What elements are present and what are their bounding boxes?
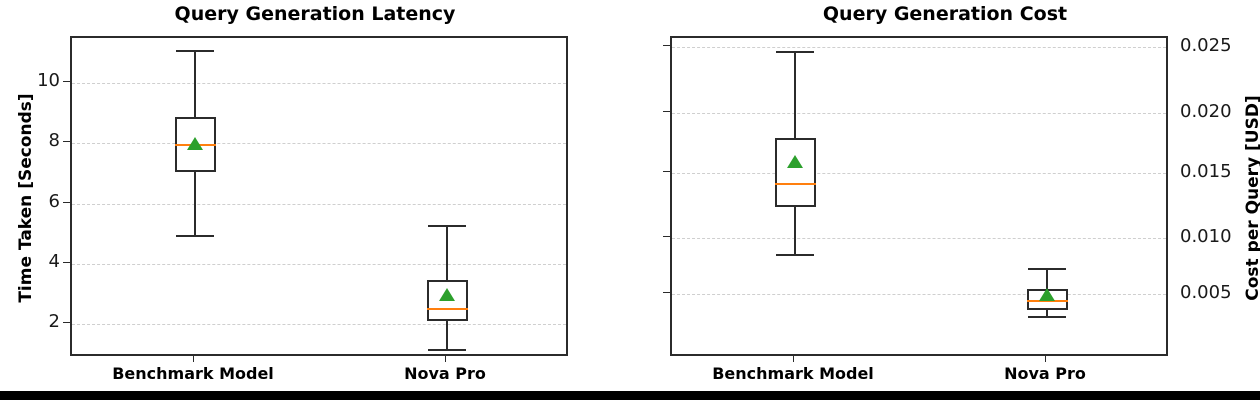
x-tick-mark-cost-1 <box>1045 356 1046 362</box>
x-tick-mark-cost-0 <box>793 356 794 362</box>
median-line <box>1027 300 1068 302</box>
y-tick-mark-cost-4 <box>663 292 670 293</box>
x-tick-mark-latency-0 <box>193 356 194 362</box>
whisker-upper <box>794 51 796 138</box>
x-tick-label-cost-benchmark-model: Benchmark Model <box>712 364 874 383</box>
whisker-cap-upper <box>776 51 814 53</box>
y-tick-label-latency-0: 10 <box>37 70 60 91</box>
whisker-cap-upper <box>176 50 214 52</box>
whisker-upper <box>194 50 196 117</box>
whisker-cap-upper <box>1028 268 1066 270</box>
whisker-lower <box>194 172 196 235</box>
y-tick-mark-latency-2 <box>63 202 70 203</box>
whisker-cap-lower <box>176 235 214 237</box>
y-tick-mark-cost-0 <box>663 45 670 46</box>
gridline-cost-0025 <box>672 47 1166 48</box>
y-tick-mark-cost-1 <box>663 111 670 112</box>
median-line <box>775 183 816 185</box>
y-tick-label-cost-0: 0.025 <box>1180 35 1232 56</box>
x-tick-label-cost-nova-pro: Nova Pro <box>1004 364 1086 383</box>
chart-title-cost: Query Generation Cost <box>822 3 1068 25</box>
y-tick-label-latency-4: 2 <box>48 311 60 332</box>
box-iqr <box>427 280 468 321</box>
bottom-black-bar <box>0 391 1260 400</box>
whisker-lower <box>446 321 448 349</box>
y-axis-label-cost: Cost per Query [USD] <box>1243 95 1260 301</box>
y-tick-mark-latency-3 <box>63 262 70 263</box>
whisker-upper <box>446 225 448 280</box>
x-tick-label-latency-benchmark-model: Benchmark Model <box>112 364 274 383</box>
y-tick-mark-cost-3 <box>663 236 670 237</box>
y-tick-label-latency-1: 8 <box>48 130 60 151</box>
plot-area-latency <box>70 36 568 356</box>
chart-title-latency: Query Generation Latency <box>174 3 456 25</box>
y-tick-label-cost-1: 0.020 <box>1180 101 1232 122</box>
whisker-cap-upper <box>428 225 466 227</box>
y-tick-mark-latency-0 <box>63 81 70 82</box>
mean-marker-triangle <box>1039 288 1055 301</box>
plot-area-cost <box>670 36 1168 356</box>
gridline-latency-6 <box>72 204 566 205</box>
y-tick-label-cost-2: 0.015 <box>1180 161 1232 182</box>
whisker-upper <box>1046 268 1048 289</box>
x-tick-mark-latency-1 <box>445 356 446 362</box>
y-tick-mark-latency-1 <box>63 141 70 142</box>
y-tick-label-cost-3: 0.010 <box>1180 226 1232 247</box>
whisker-cap-lower <box>428 349 466 351</box>
gridline-cost-0015 <box>672 173 1166 174</box>
x-tick-label-latency-nova-pro: Nova Pro <box>404 364 486 383</box>
chart-panel-latency: Query Generation Latency Time Taken [Sec… <box>16 3 568 383</box>
gridline-latency-4 <box>72 264 566 265</box>
median-line <box>427 308 468 310</box>
y-tick-label-latency-2: 6 <box>48 191 60 212</box>
mean-marker-triangle <box>787 155 803 168</box>
whisker-lower <box>794 207 796 254</box>
y-tick-label-latency-3: 4 <box>48 251 60 272</box>
y-tick-label-cost-4: 0.005 <box>1180 282 1232 303</box>
gridline-cost-0020 <box>672 113 1166 114</box>
gridline-cost-0010 <box>672 238 1166 239</box>
whisker-cap-lower <box>1028 316 1066 318</box>
mean-marker-triangle <box>439 288 455 301</box>
y-tick-mark-latency-4 <box>63 322 70 323</box>
gridline-cost-0005 <box>672 294 1166 295</box>
gridline-latency-2 <box>72 324 566 325</box>
gridline-latency-10 <box>72 83 566 84</box>
whisker-cap-lower <box>776 254 814 256</box>
y-tick-mark-cost-2 <box>663 171 670 172</box>
gridline-latency-8 <box>72 143 566 144</box>
mean-marker-triangle <box>187 137 203 150</box>
box-iqr <box>775 138 816 207</box>
chart-panel-cost: Query Generation Cost Cost per Query [US… <box>630 0 1260 400</box>
